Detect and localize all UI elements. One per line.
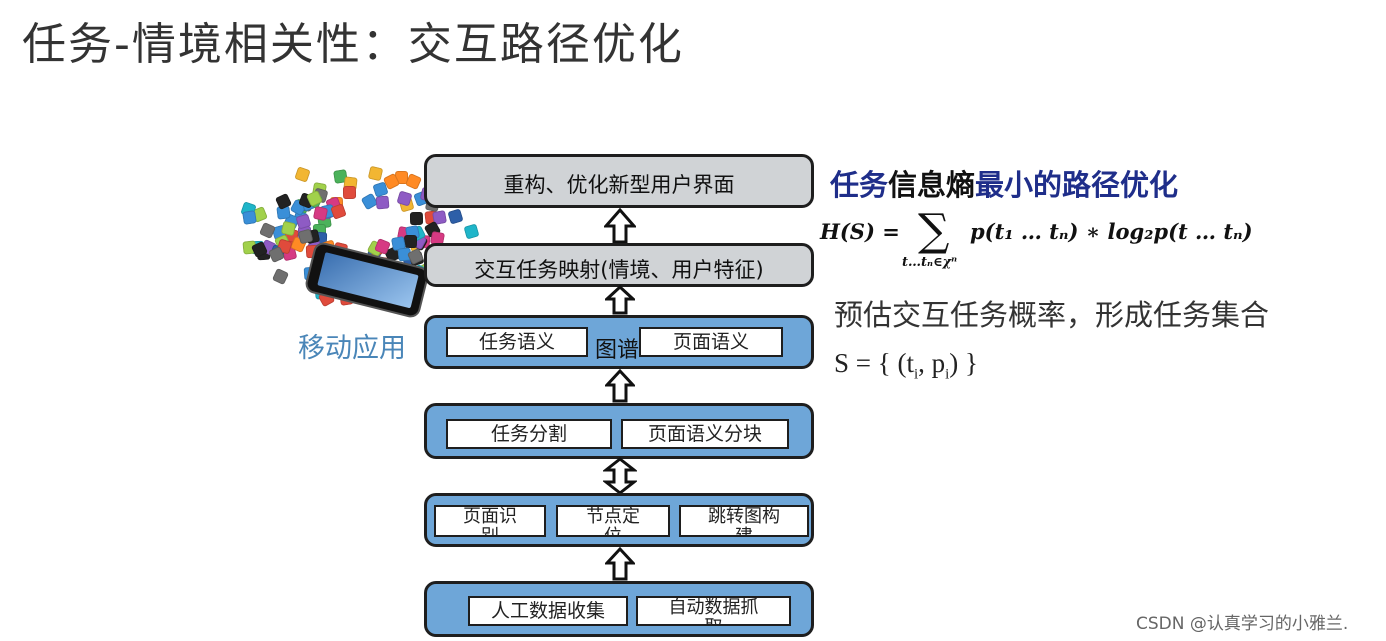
right-panel-title: 任务信息熵最小的路径优化 [830, 162, 1178, 204]
layer-ui-rebuild-text: 重构、优化新型用户界面 [503, 173, 735, 197]
arrow-up-icon [605, 369, 635, 403]
auto-crawl-box: 自动数据抓取 [636, 596, 791, 626]
set-prefix: S = { (t [834, 348, 914, 378]
manual-collect-box: 人工数据收集 [468, 596, 628, 626]
mobile-app-label: 移动应用 [298, 333, 406, 364]
app-icon [330, 203, 347, 220]
app-icon [410, 212, 424, 226]
formula-subscript: t…tₙ∈χⁿ [902, 255, 958, 270]
formula-lhs: H(S) = [820, 219, 900, 244]
app-icon [463, 223, 480, 240]
title-part-min-path: 最小的路径优化 [975, 168, 1179, 202]
set-sub-p: i [945, 366, 950, 383]
task-semantics-box: 任务语义 [446, 327, 588, 357]
page-block-box: 页面语义分块 [621, 419, 789, 449]
app-icon [446, 208, 464, 225]
app-icon [375, 195, 390, 210]
set-suffix: ) } [949, 348, 978, 378]
arrow-up-icon [605, 547, 635, 581]
double-arrow-icon [603, 457, 637, 495]
page-semantics-box: 页面语义 [639, 327, 783, 357]
layer-data-collection: 人工数据收集 自动数据抓取 [424, 581, 814, 637]
layer-semantic-graph: 任务语义 图谱 页面语义 [424, 315, 814, 369]
set-sub-t: i [913, 366, 919, 383]
sigma-symbol: ∑ [918, 205, 950, 256]
layer-task-mapping-text: 交互任务映射(情境、用户特征) [474, 258, 764, 282]
layer-task-mapping: 交互任务映射(情境、用户特征) [424, 243, 814, 287]
entropy-formula: H(S) = ∑ t…tₙ∈χⁿ p(t₁ … tₙ) ∗ log₂p(t … … [820, 205, 1253, 277]
set-definition: S = { (ti, pi) } [834, 348, 978, 383]
slide-title: 任务-情境相关性：交互路径优化 [22, 19, 684, 70]
jump-graph-box: 跳转图构建 [679, 505, 809, 537]
graph-label: 图谱 [595, 338, 640, 363]
layer-task-segmentation: 任务分割 页面语义分块 [424, 403, 814, 459]
layer-page-recognition: 页面识别 节点定位 跳转图构建 [424, 493, 814, 547]
layer-ui-rebuild: 重构、优化新型用户界面 [424, 154, 814, 208]
formula-rhs: p(t₁ … tₙ) ∗ log₂p(t … tₙ) [970, 219, 1253, 244]
app-icon [312, 205, 329, 221]
watermark: CSDN @认真学习的小雅兰. [1136, 614, 1349, 634]
set-mid: , p [918, 348, 946, 378]
app-icon [294, 165, 311, 183]
app-icon [367, 166, 384, 182]
task-split-box: 任务分割 [446, 419, 612, 449]
app-icon [271, 268, 289, 286]
node-locate-box: 节点定位 [556, 505, 670, 537]
page-recognition-box: 页面识别 [434, 505, 546, 537]
title-part-entropy: 信息熵 [888, 168, 976, 202]
app-icon [242, 209, 258, 225]
title-part-task: 任务 [830, 168, 889, 202]
app-icon [342, 185, 356, 199]
estimate-text: 预估交互任务概率，形成任务集合 [834, 298, 1270, 332]
arrow-up-icon [604, 208, 636, 244]
arrow-up-icon [605, 285, 635, 315]
